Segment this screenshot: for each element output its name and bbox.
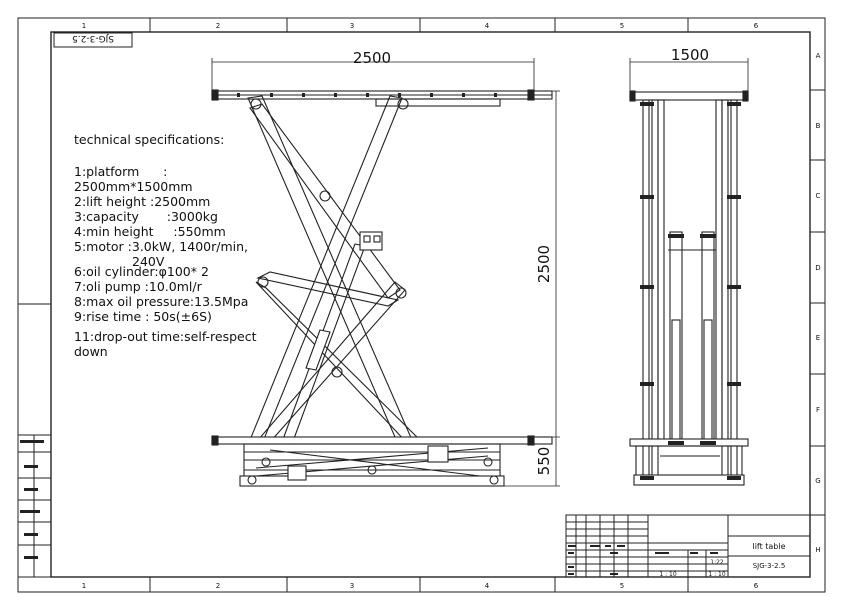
spec-line: down: [74, 344, 108, 359]
title-block-ratio-left: 1 : 10: [659, 571, 676, 578]
grid-column-label: 2: [216, 582, 220, 590]
front-dimension-lines: [211, 58, 560, 487]
grid-row-label: C: [816, 192, 821, 200]
platform-bolt-marks: [237, 93, 497, 97]
outer-frame: [17, 17, 826, 593]
grid-column-label: 4: [485, 582, 490, 590]
title-block: [565, 514, 811, 578]
front-width-dim: 2500: [353, 49, 391, 67]
grid-column-label: 3: [350, 22, 354, 30]
spec-line: 240V: [132, 254, 165, 269]
spec-line: 2500mm*1500mm: [74, 179, 193, 194]
grid-column-label: 1: [82, 582, 86, 590]
spec-line: 1:platform :: [74, 164, 168, 179]
grid-row-label: D: [815, 264, 820, 272]
grid-column-label: 5: [620, 582, 624, 590]
front-min-height-dim: 550: [535, 447, 553, 476]
title-block-code: SJG-3-2.5: [753, 562, 786, 570]
code-box: [53, 32, 133, 48]
left-revision-table: [17, 434, 52, 578]
title-block-name: lift table: [752, 542, 785, 551]
front-height-dim: 2500: [535, 245, 553, 283]
grid-row-label: B: [816, 122, 821, 130]
spec-line: 8:max oil pressure:13.5Mpa: [74, 294, 249, 309]
grid-column-label: 5: [620, 22, 624, 30]
spec-line: 4:min height :550mm: [74, 224, 226, 239]
left-stamp-marks: [20, 440, 44, 559]
grid-column-label: 6: [754, 582, 759, 590]
spec-line: 3:capacity :3000kg: [74, 209, 218, 224]
grid-row-label: G: [815, 477, 820, 485]
grid-row-label: A: [816, 52, 821, 60]
grid-column-label: 4: [485, 22, 490, 30]
code-box-text: SJG-3-2.5: [72, 33, 114, 43]
grid-column-label: 1: [82, 22, 86, 30]
front-view: [211, 89, 553, 487]
title-block-scale: 1:22: [710, 559, 724, 566]
spec-line: 7:oli pump :10.0ml/r: [74, 279, 202, 294]
grid-column-label: 6: [754, 22, 759, 30]
side-view-joints: [640, 102, 741, 480]
spec-line: 11:drop-out time:self-respect: [74, 329, 257, 344]
title-block-stamp-marks: [568, 545, 718, 575]
side-dimension-lines: [629, 58, 749, 91]
spec-line: 2:lift height :2500mm: [74, 194, 211, 209]
grid-column-label: 2: [216, 22, 220, 30]
spec-line: 9:rise time : 50s(±6S): [74, 309, 212, 324]
grid-column-label: 3: [350, 582, 354, 590]
zone-ticks: [18, 18, 825, 592]
grid-row-label: F: [816, 406, 820, 414]
side-width-dim: 1500: [671, 46, 709, 64]
spec-line: 5:motor :3.0kW, 1400r/min,: [74, 239, 248, 254]
title-block-ratio-right: 1 : 10: [708, 571, 725, 578]
grid-row-label: H: [815, 546, 820, 554]
grid-row-label: E: [816, 334, 820, 342]
spec-line: 6:oil cylinder:φ100* 2: [74, 264, 209, 279]
spec-heading: technical specifications:: [74, 132, 225, 147]
